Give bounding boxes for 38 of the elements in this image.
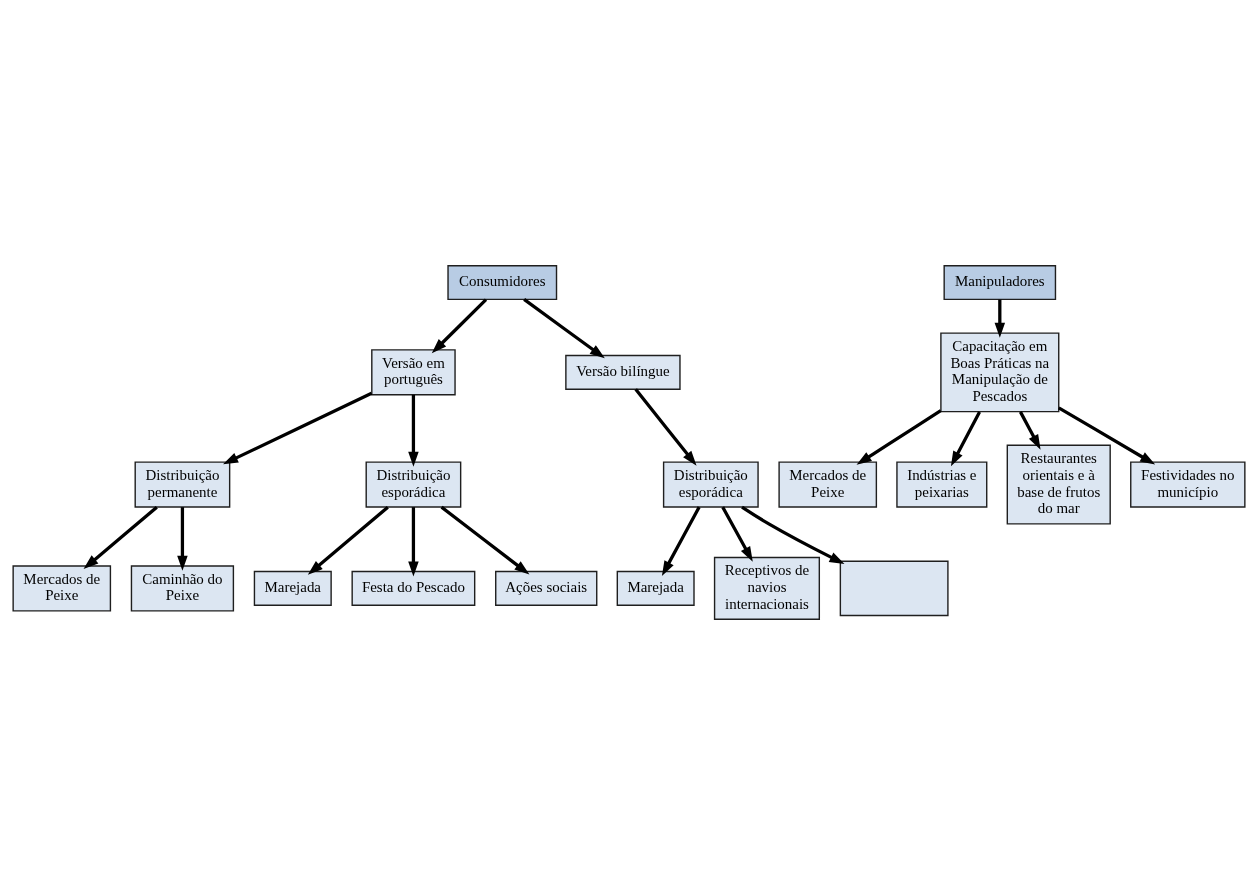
arrow — [661, 505, 701, 576]
node-box: Marejada — [616, 570, 695, 606]
arrow — [307, 505, 389, 575]
node-box: Versão em português — [371, 348, 456, 395]
arrow — [177, 506, 188, 571]
node-box: Distribuição permanente — [134, 460, 231, 508]
arrow — [1057, 406, 1156, 464]
arrow — [634, 387, 697, 466]
arrow — [408, 506, 419, 576]
node-box: Festa do Pescado — [351, 570, 476, 606]
arrow — [83, 505, 158, 569]
node-box: Receptivos de navios internacionais — [713, 556, 821, 620]
arrow — [223, 391, 373, 464]
arrow — [741, 505, 845, 564]
node-box: Manipuladores — [943, 264, 1057, 300]
arrow — [523, 297, 605, 358]
arrow — [431, 297, 488, 353]
arrow — [856, 408, 942, 465]
node-box: Restaurantes orientais e à base de frutos do mar — [1006, 444, 1111, 525]
node-box: Festividades no município — [1130, 460, 1246, 508]
arrow — [721, 505, 753, 562]
node-box: Caminhão do Peixe — [130, 564, 235, 612]
arrow — [994, 299, 1006, 338]
node-box: Versão bilíngue — [565, 354, 681, 390]
node-box: Marejada — [253, 570, 332, 606]
arrow — [408, 394, 419, 467]
node-box: Indústrias e peixarias — [896, 460, 988, 508]
node-box: Capacitação em Boas Práticas na Manipulação de Pescados — [940, 331, 1060, 412]
arrow — [440, 505, 530, 575]
node-box: Consumidores — [447, 264, 558, 300]
node-box: Ações sociais — [495, 570, 598, 606]
node-box — [839, 560, 949, 616]
node-box: Distribuição esporádica — [365, 460, 462, 508]
arrow — [950, 410, 981, 466]
arrow — [1018, 410, 1041, 450]
node-box: Distribuição esporádica — [662, 460, 759, 508]
node-box: Mercados de Peixe — [12, 564, 112, 612]
node-box: Mercados de Peixe — [778, 460, 878, 508]
